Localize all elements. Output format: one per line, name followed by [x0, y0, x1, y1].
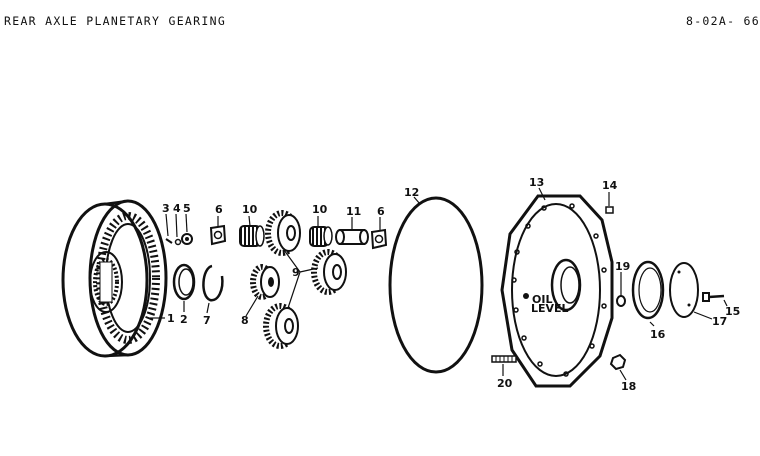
part-18-nut — [609, 353, 627, 371]
level-marking: LEVEL — [531, 302, 569, 315]
part-5-nut — [181, 233, 193, 245]
callout-10-right: 10 — [312, 203, 328, 216]
part-6-thrust-washer-2 — [370, 228, 388, 250]
leader-lines — [150, 187, 728, 381]
callout-19: 19 — [615, 260, 630, 273]
part-12-o-ring — [388, 196, 484, 374]
callout-2: 2 — [180, 313, 188, 326]
callout-14: 14 — [602, 179, 618, 192]
diagram-title: REAR AXLE PLANETARY GEARING — [4, 14, 227, 28]
page-number: 8-02A- 66 — [685, 14, 760, 28]
part-9-planet-gear-3 — [263, 303, 299, 349]
part-10-bearing — [239, 225, 265, 247]
part-17-gasket — [669, 262, 699, 318]
part-6-thrust-washer — [209, 224, 227, 246]
oil-marking: OIL — [532, 293, 552, 306]
callout-8: 8 — [241, 314, 249, 327]
part-16-cover — [631, 260, 665, 320]
part-20-stud — [491, 355, 517, 363]
callout-7: 7 — [203, 314, 211, 327]
callout-16: 16 — [650, 328, 666, 341]
callout-11: 11 — [346, 205, 361, 218]
part-11-planet-pin — [335, 229, 369, 245]
part-10-bearing-2 — [309, 226, 333, 247]
callout-12: 12 — [404, 186, 419, 199]
callout-6-right: 6 — [377, 205, 385, 218]
callout-9: 9 — [292, 266, 300, 279]
callout-5: 5 — [183, 202, 191, 215]
callout-17: 17 — [712, 315, 727, 328]
callout-3: 3 — [162, 202, 170, 215]
part-19-fill-plug — [616, 295, 626, 307]
callout-20: 20 — [497, 377, 513, 390]
part-7-retaining-ring — [202, 264, 224, 302]
callout-4: 4 — [173, 202, 181, 215]
part-13-housing — [500, 194, 614, 388]
callout-10-left: 10 — [242, 203, 258, 216]
callout-15: 15 — [725, 305, 740, 318]
part-9-planet-gear-2 — [311, 249, 347, 295]
callout-1: 1 — [167, 312, 175, 325]
part-15-bolt — [702, 292, 725, 302]
callout-6-left: 6 — [215, 203, 223, 216]
part-1-ring-gear — [61, 199, 168, 358]
callout-13: 13 — [529, 176, 544, 189]
part-4-washer — [174, 238, 182, 246]
callout-18: 18 — [621, 380, 636, 393]
part-8-sun-gear — [250, 264, 280, 300]
part-3-pin — [165, 238, 173, 244]
part-14-plug — [605, 206, 614, 214]
part-9-planet-gear — [265, 210, 301, 256]
part-2-snap-ring — [172, 263, 196, 301]
